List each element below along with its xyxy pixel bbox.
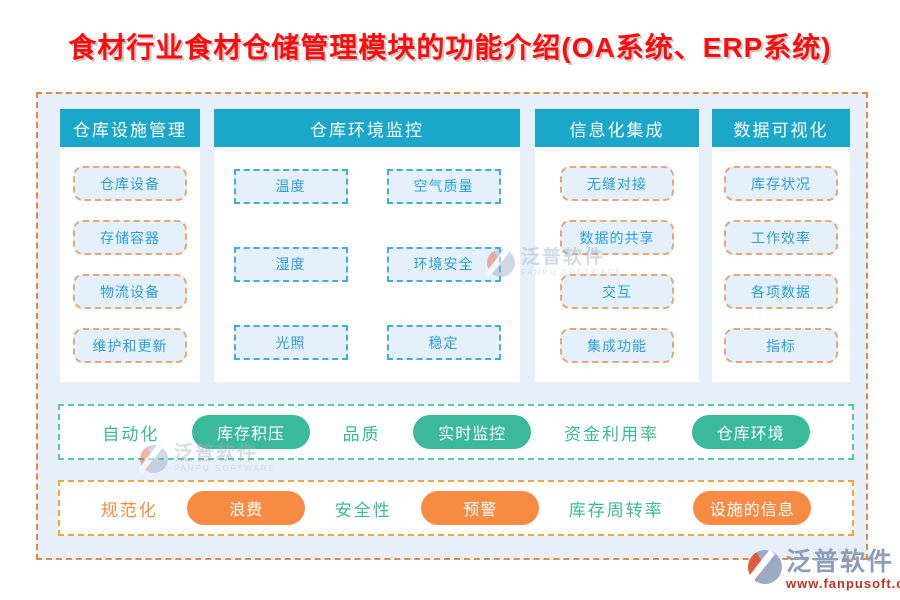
feature-item: 稳定	[386, 325, 501, 361]
row-label: 资金利用率	[563, 424, 659, 444]
feature-item: 湿度	[233, 246, 348, 282]
feature-item: 物流设备	[73, 274, 187, 309]
watermark-name: 泛普软件	[521, 247, 606, 268]
bottom-row-standardization: 规范化 浪费 安全性 预警 库存周转率 设施的信息	[58, 480, 854, 536]
feature-item: 工作效率	[724, 220, 838, 255]
feature-item: 集成功能	[560, 328, 674, 363]
fanpu-logo-icon	[748, 550, 782, 584]
bottom-row-automation: 自动化 库存积压 品质 实时监控 资金利用率 仓库环境	[58, 404, 854, 460]
feature-item: 光照	[233, 325, 348, 361]
row-pill: 设施的信息	[693, 491, 812, 525]
feature-item: 温度	[233, 168, 348, 204]
feature-item: 无缝对接	[560, 166, 674, 201]
column-body: 温度 空气质量 湿度 环境安全 光照 稳定	[214, 147, 520, 382]
column-header: 数据可视化	[712, 109, 850, 147]
column-panel-integration: 信息化集成 无缝对接 数据的共享 交互 集成功能	[535, 109, 699, 382]
watermark: 泛普软件 FANPU SOFTWARE	[140, 444, 276, 473]
watermark-subname: FANPU SOFTWARE	[521, 268, 623, 277]
logo-url: www.fanpusoft.com	[786, 576, 900, 591]
feature-item: 各项数据	[724, 274, 838, 309]
page-title: 食材行业食材仓储管理模块的功能介绍(OA系统、ERP系统)	[68, 32, 832, 63]
row-label: 库存周转率	[568, 500, 664, 520]
column-body: 无缝对接 数据的共享 交互 集成功能	[535, 147, 699, 382]
row-pill: 仓库环境	[691, 415, 810, 449]
column-body: 仓库设备 存储容器 物流设备 维护和更新	[60, 147, 200, 382]
row-label: 自动化	[102, 424, 160, 444]
feature-item: 指标	[724, 328, 838, 363]
feature-item: 仓库设备	[73, 166, 187, 201]
row-label: 安全性	[334, 500, 392, 520]
row-pill: 预警	[421, 491, 540, 525]
feature-item: 存储容器	[73, 220, 187, 255]
feature-item: 数据的共享	[560, 220, 674, 255]
row-label: 规范化	[100, 500, 158, 520]
row-pill: 浪费	[187, 491, 306, 525]
column-header: 信息化集成	[535, 109, 699, 147]
fanpu-logo-icon	[487, 248, 515, 277]
feature-item: 空气质量	[386, 168, 501, 204]
fanpu-logo-icon	[140, 444, 168, 473]
diagram-container: 仓库设施管理 仓库设备 存储容器 物流设备 维护和更新 仓库环境监控 温度 空气…	[36, 92, 868, 560]
watermark-name: 泛普软件	[174, 443, 259, 464]
feature-item: 维护和更新	[73, 328, 187, 363]
feature-item: 交互	[560, 274, 674, 309]
column-panel-visualization: 数据可视化 库存状况 工作效率 各项数据 指标	[712, 109, 850, 382]
column-body: 库存状况 工作效率 各项数据 指标	[712, 147, 850, 382]
watermark: 泛普软件 FANPU SOFTWARE	[487, 248, 623, 277]
feature-item: 库存状况	[724, 166, 838, 201]
column-header: 仓库环境监控	[214, 109, 520, 147]
row-pill: 库存积压	[191, 415, 310, 449]
column-panel-environment: 仓库环境监控 温度 空气质量 湿度 环境安全 光照 稳定	[214, 109, 520, 382]
row-pill: 实时监控	[413, 415, 532, 449]
row-label: 品质	[342, 424, 381, 444]
feature-item: 环境安全	[386, 246, 501, 282]
fanpu-logo: 泛普软件 www.fanpusoft.com	[748, 550, 900, 590]
logo-name: 泛普软件	[786, 548, 895, 576]
column-header: 仓库设施管理	[60, 109, 200, 147]
watermark-subname: FANPU SOFTWARE	[174, 464, 276, 473]
column-panel-facility: 仓库设施管理 仓库设备 存储容器 物流设备 维护和更新	[60, 109, 200, 382]
